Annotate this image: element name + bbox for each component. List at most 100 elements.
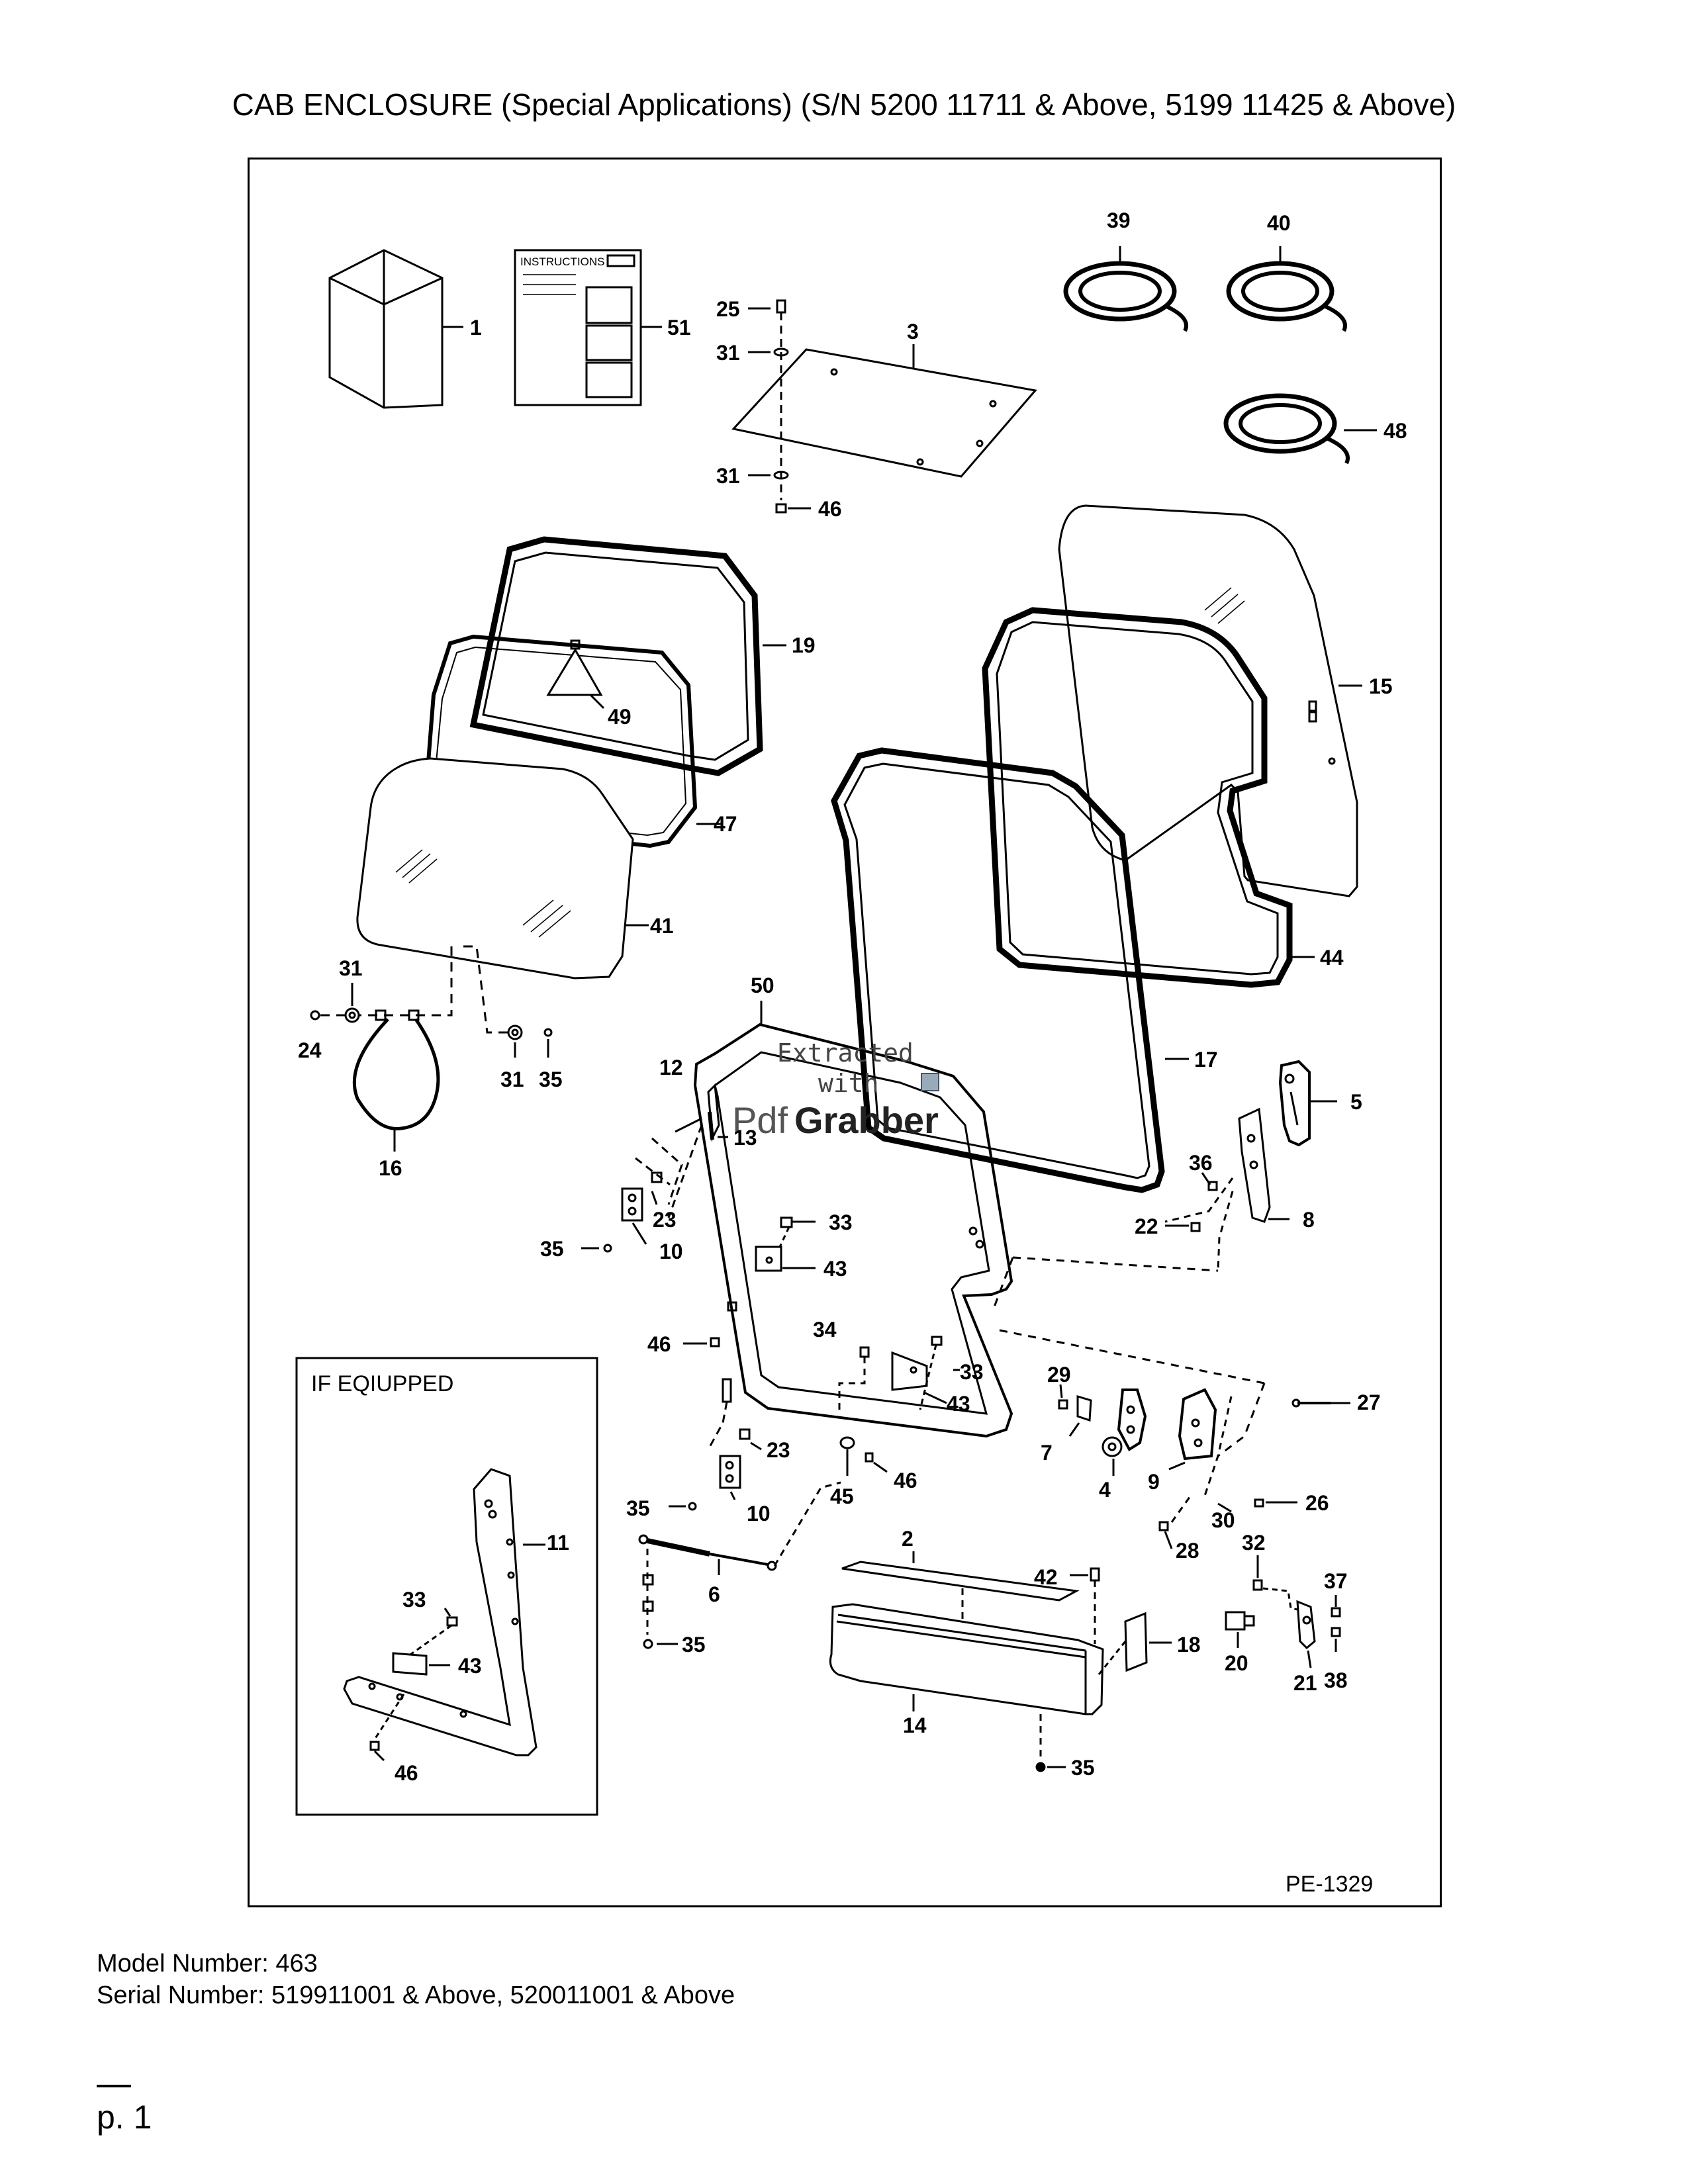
callout-48: 48 [1383,419,1407,443]
callout-43: 43 [947,1392,970,1416]
callout-21: 21 [1293,1671,1317,1695]
callout-18: 18 [1177,1633,1201,1657]
watermark-logo-icon [921,1073,939,1091]
callout-29: 29 [1047,1363,1071,1387]
callout-25: 25 [716,297,740,321]
watermark-line-2: with [818,1069,879,1098]
callout-47: 47 [714,812,737,836]
callout-1: 1 [470,316,482,340]
callout-43: 43 [458,1654,482,1678]
hinge-upper [581,1083,728,1253]
door-glass-15 [1058,504,1362,897]
callout-40: 40 [1267,211,1291,235]
callout-45: 45 [830,1484,854,1508]
callout-36: 36 [1189,1151,1213,1175]
seal-coil-40 [1226,246,1347,332]
callout-labels: 1 51 25 31 3 31 46 39 40 48 19 15 49 47 … [298,208,1407,1785]
callout-43: 43 [823,1257,847,1281]
inset-label: IF EQIUPPED [311,1371,453,1396]
latch-pad-lower [838,1336,960,1476]
watermark: Extracted with Pdf Grabber [732,1038,939,1141]
callout-33: 33 [402,1588,426,1612]
callout-49: 49 [608,705,632,729]
callout-23: 23 [767,1438,790,1462]
callout-46: 46 [395,1761,418,1785]
callout-11: 11 [547,1531,569,1555]
callout-5: 5 [1350,1090,1362,1114]
callout-8: 8 [1303,1208,1315,1232]
callout-46: 46 [894,1469,917,1492]
step-assembly [829,1551,1172,1772]
page-number: p. 1 [97,2099,152,2136]
callout-4: 4 [1099,1478,1111,1502]
panel-part [731,299,1037,514]
callout-35: 35 [682,1633,706,1657]
figure-id: PE-1329 [1286,1872,1373,1897]
callout-42: 42 [1034,1565,1058,1589]
callout-19: 19 [792,633,816,657]
callout-33: 33 [829,1210,853,1234]
hinge-lower [669,1378,762,1511]
latch-mechanism [999,1329,1350,1549]
callout-13: 13 [733,1126,757,1150]
watermark-brand-grabber: Grabber [794,1099,939,1141]
callout-7: 7 [1041,1441,1053,1465]
inset-box [295,1357,598,1816]
callout-50: 50 [751,974,774,997]
window-seal-19 [469,536,786,776]
callout-22: 22 [1135,1214,1158,1238]
callout-28: 28 [1176,1539,1199,1563]
callout-2: 2 [902,1527,914,1551]
callout-10: 10 [659,1240,683,1263]
callout-31: 31 [339,956,363,980]
callout-3: 3 [907,320,919,343]
callout-31: 31 [716,341,740,365]
callout-30: 30 [1211,1508,1235,1532]
door-seal-44 [982,607,1315,988]
callout-35: 35 [626,1496,650,1520]
callout-37: 37 [1324,1569,1348,1593]
diagram-frame [248,158,1442,1907]
box-part [328,249,463,409]
tab-49 [546,639,605,709]
callout-32: 32 [1242,1531,1266,1555]
callout-20: 20 [1225,1651,1248,1675]
inset-bracket-11 [343,1468,545,1762]
watermark-line-1: Extracted [777,1038,914,1068]
callout-31: 31 [500,1068,524,1091]
callout-24: 24 [298,1038,322,1062]
latch-handle-parts [1225,1555,1341,1668]
door-frame-50 [693,1001,1013,1438]
callout-35: 35 [1071,1756,1095,1780]
bracket-8 [992,1107,1289,1311]
footer-divider [97,2085,131,2087]
callout-27: 27 [1357,1390,1381,1414]
handle-strap-16 [310,945,553,1152]
callout-33: 33 [960,1360,984,1384]
callout-26: 26 [1305,1491,1329,1515]
watermark-brand-pdf: Pdf [732,1099,788,1141]
callout-51: 51 [667,316,691,340]
callout-17: 17 [1194,1048,1218,1071]
callout-34: 34 [813,1318,837,1342]
callout-23: 23 [653,1208,677,1232]
instructions-sheet-label: INSTRUCTIONS [520,255,605,268]
callout-16: 16 [379,1156,402,1180]
callout-35: 35 [539,1068,563,1091]
callout-14: 14 [903,1713,927,1737]
callout-31: 31 [716,464,740,488]
seal-coil-39 [1063,246,1188,332]
instructions-sheet-part [514,249,662,406]
model-number: Model Number: 463 [97,1950,318,1978]
glass-41 [356,757,649,979]
callout-41: 41 [650,914,674,938]
door-seal-17 [831,747,1189,1193]
gas-spring-6 [638,1481,841,1649]
callout-46: 46 [647,1332,671,1356]
callout-6: 6 [708,1582,720,1606]
seal-coil-48 [1223,393,1377,465]
latch-bracket-5 [1278,1060,1337,1147]
callout-10: 10 [747,1502,771,1525]
callout-39: 39 [1107,208,1131,232]
